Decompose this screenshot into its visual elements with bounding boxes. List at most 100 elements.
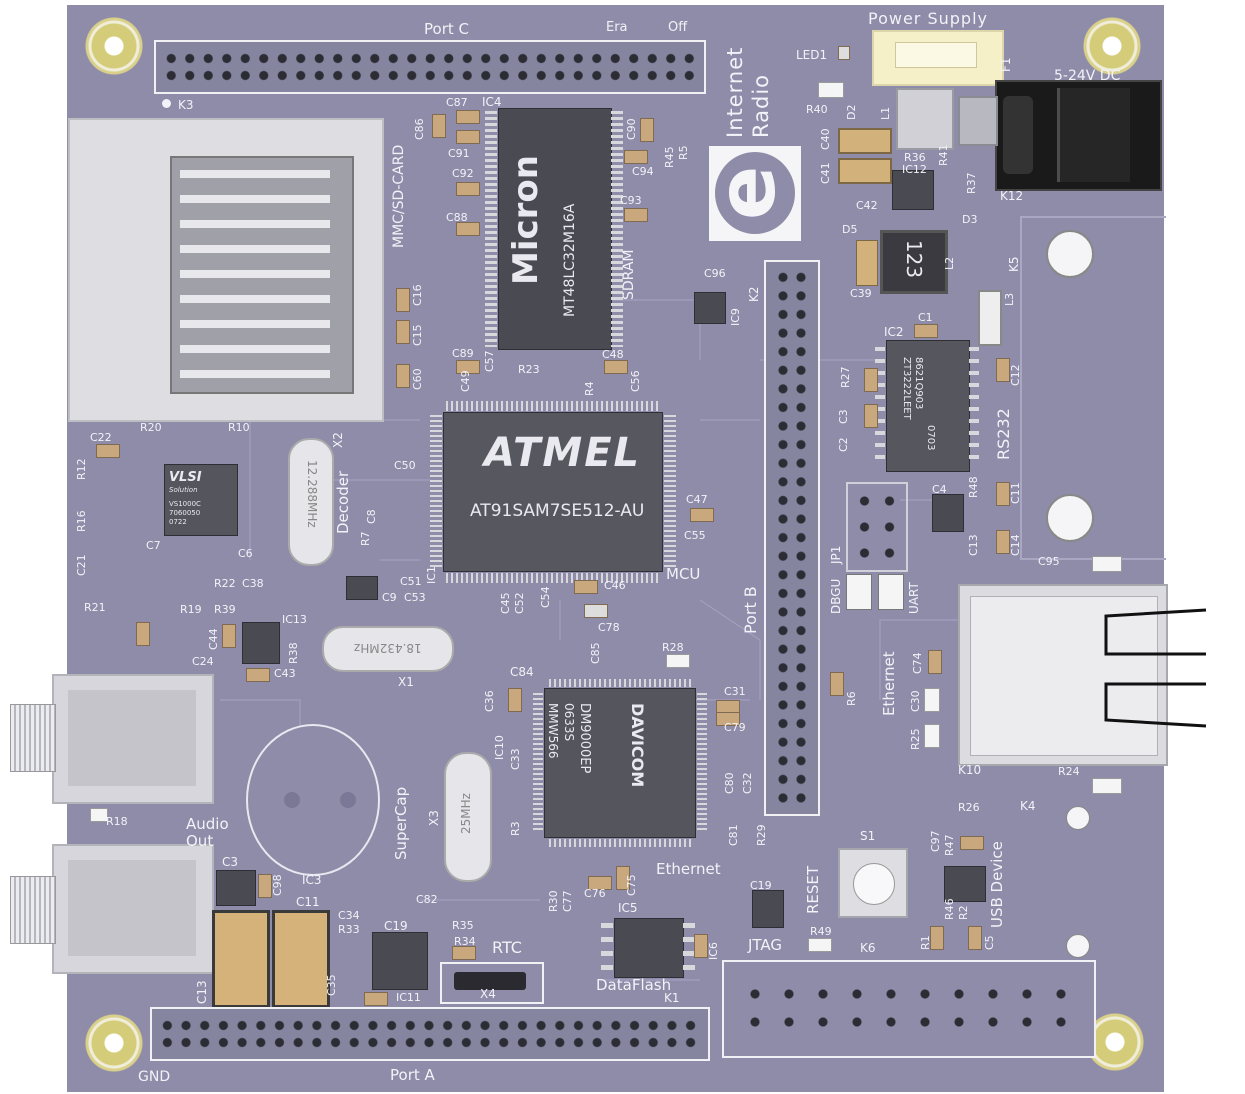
ref-c41: C41	[819, 162, 832, 184]
reset-button-cap[interactable]	[853, 863, 895, 905]
ic5-label: IC5	[618, 901, 638, 915]
ref-c43: C43	[274, 667, 296, 680]
ref-r10: R10	[228, 421, 250, 434]
c36-label: IC3	[302, 873, 322, 887]
smd-c94	[624, 150, 648, 164]
jtag-header[interactable]	[722, 960, 1096, 1058]
ref-c31: C32	[741, 772, 754, 794]
ref-r37: R37	[965, 172, 978, 194]
cap-c99	[272, 910, 330, 1008]
smd-r6	[808, 938, 832, 952]
port-a-pins	[158, 1017, 702, 1051]
smd-c43	[246, 668, 270, 682]
rtc-crystal-body	[454, 972, 526, 990]
smd-ic9	[694, 292, 726, 324]
ref-r4: R4	[583, 381, 596, 396]
ic2-rs232-driver: ZT3222LEET 8621Q903 0703	[875, 340, 979, 472]
ref-c46: C46	[604, 579, 626, 592]
smd-c15	[396, 320, 410, 344]
ic10-part: DM9000EP	[577, 703, 592, 774]
ic5-pins-left	[601, 923, 613, 973]
ref-c89: C89	[452, 347, 474, 360]
port-a-header[interactable]	[150, 1007, 710, 1061]
ref-c24: C24	[192, 655, 214, 668]
port-c-pins	[162, 50, 698, 84]
audio-jack-top-inner	[68, 690, 196, 786]
dc-jack-k12[interactable]	[995, 80, 1162, 191]
ic11	[372, 932, 428, 990]
ref-c21: C21	[75, 554, 88, 576]
ref-c34: R34	[454, 935, 476, 948]
port-b-label: Port B	[741, 586, 760, 634]
rs232-connector-k5[interactable]	[1020, 216, 1166, 560]
reset-button-s1[interactable]	[838, 848, 908, 918]
jumper-jp1[interactable]	[846, 482, 908, 572]
ref-r18: R18	[106, 815, 128, 828]
smd-c78	[584, 604, 608, 618]
smd-c90	[640, 118, 654, 142]
smd-c93	[624, 208, 648, 222]
port-c-header[interactable]	[154, 40, 706, 94]
k12-label: K12	[1000, 189, 1024, 203]
ic6-label: C3	[222, 855, 239, 869]
smd-c92	[456, 182, 480, 196]
x1-frequency: 18.432MHz	[354, 641, 422, 655]
audio-jack-top[interactable]	[52, 674, 214, 804]
port-b-header[interactable]	[764, 260, 820, 816]
sdram-label: SDRAM	[621, 249, 637, 300]
cap-c40	[838, 128, 892, 154]
ic10-brand: DAVICOM	[628, 703, 647, 788]
ic10-code1: 0633S	[562, 703, 576, 742]
ref-c18: C98	[271, 874, 284, 896]
audio-jack-bottom[interactable]	[52, 844, 214, 974]
dbgu-jumper[interactable]	[846, 574, 872, 610]
fuse-inner	[895, 42, 977, 68]
mcu-pins-left	[430, 415, 442, 569]
jp1-label: JP1	[829, 545, 843, 564]
x1-label: X1	[398, 675, 414, 689]
ref-d1: C35	[325, 974, 338, 996]
smd-c44	[222, 624, 236, 648]
smd-r26	[1092, 556, 1122, 572]
ref-c15: C15	[411, 324, 424, 346]
x2-frequency: 12.288MHz	[305, 460, 319, 528]
ic4-brand: Micron	[506, 155, 546, 285]
ref-r32: R33	[338, 923, 360, 936]
ref-c51: C51	[400, 575, 422, 588]
s1-label: S1	[860, 829, 876, 843]
ref-c76: C77	[561, 890, 574, 912]
mount-hole-top-right	[1082, 16, 1142, 76]
jtag-pins	[738, 980, 1078, 1036]
smd-c1	[864, 368, 878, 392]
ethernet-jack-k10[interactable]	[958, 584, 1168, 766]
dc-jack-ridge	[1057, 88, 1130, 182]
ref-c87: C87	[446, 96, 468, 109]
ref-c6b: C5	[983, 935, 996, 950]
ic10-dm9000: DM9000EP 0633S MMW566 DAVICOM	[533, 679, 707, 847]
uart-jumper[interactable]	[878, 574, 904, 610]
smd-c34	[452, 946, 476, 960]
ref-c9: C9	[382, 591, 397, 604]
smd-c4	[864, 404, 878, 428]
ref-r36: R36	[904, 151, 926, 164]
ref-c6: C6	[238, 547, 253, 560]
ic5-pins-right	[683, 923, 695, 973]
ref-c91: C91	[448, 147, 470, 160]
ref-c95: C12	[1009, 364, 1022, 386]
audio-out-label: Audio Out	[186, 815, 229, 850]
supercap-lead-2	[340, 792, 356, 808]
ref-r21: R21	[84, 601, 106, 614]
supercap-lead-1	[284, 792, 300, 808]
supercap-c36	[246, 724, 380, 876]
sd-card-slot[interactable]	[68, 118, 384, 422]
ref-c55: C55	[684, 529, 706, 542]
ethernet-ic-label: Ethernet	[656, 860, 721, 878]
dc-jack-barrel	[1003, 96, 1033, 174]
ref-r27: R24	[1058, 765, 1080, 778]
ref-c80: C79	[724, 721, 746, 734]
mcu-pins-top	[446, 401, 660, 411]
ref-c7: C7	[146, 539, 161, 552]
smd-c19	[694, 934, 708, 958]
ref-l1: L1	[879, 106, 892, 120]
ref-r6: R49	[810, 925, 832, 938]
